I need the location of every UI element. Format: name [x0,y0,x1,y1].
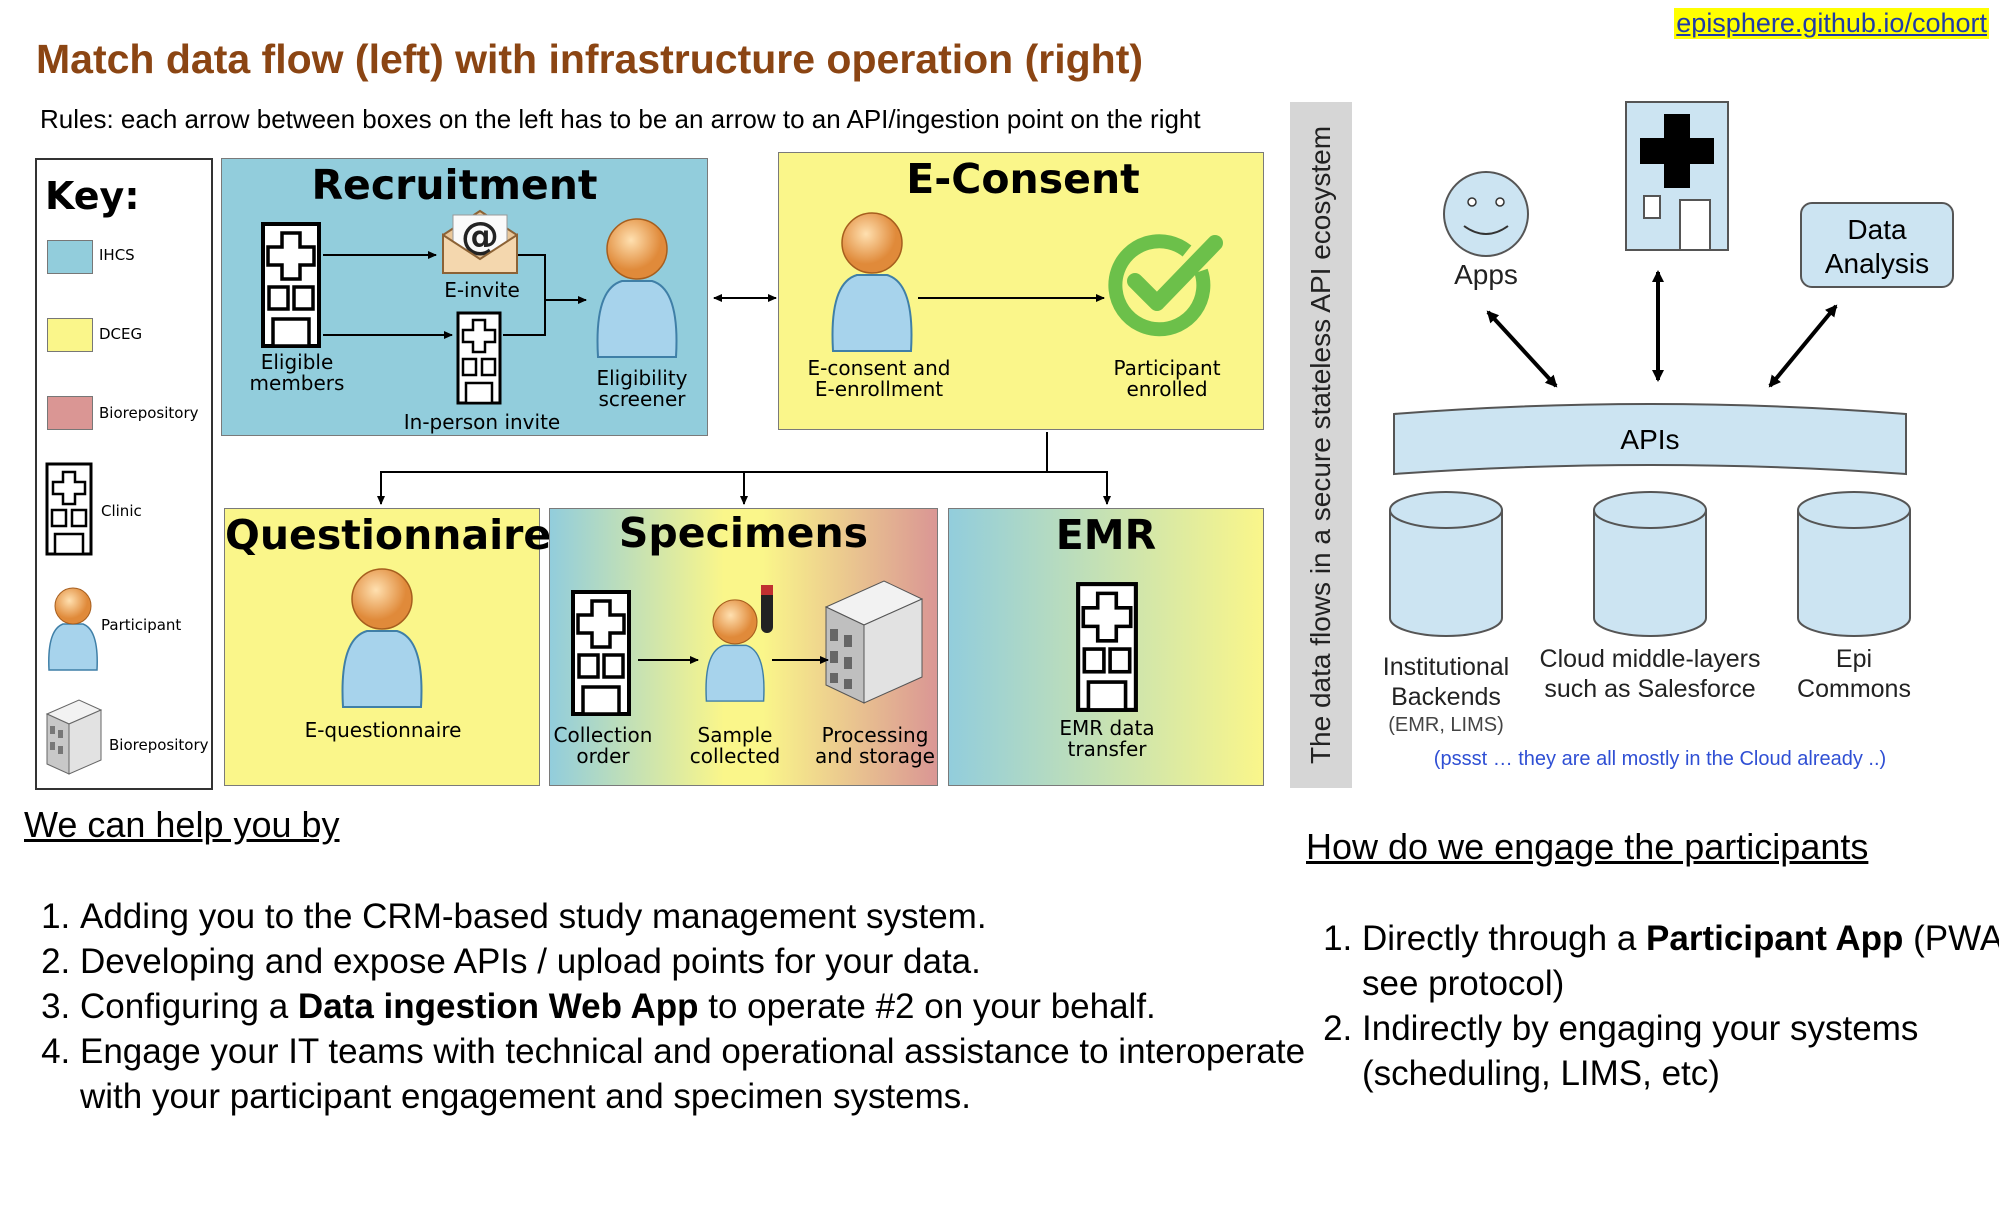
db3-label-2: Commons [1797,675,1911,703]
smiley-icon [1443,171,1529,257]
inperson-label: In-person invite [403,410,561,434]
questionnaire-box: Questionnaire E-questionnaire [224,508,552,786]
eligible-label-2: members [249,371,345,395]
key-swatch-dceg [47,318,93,352]
database-icon [1797,491,1911,637]
rules-text: Rules: each arrow between boxes on the l… [40,104,1201,134]
database-icon [1389,491,1503,637]
recruitment-title: Recruitment [311,161,598,209]
collection-label-2: order [576,744,630,768]
data-analysis-label-1: Data [1847,214,1907,245]
screener-label-2: screener [598,387,686,411]
emr-title: EMR [1055,511,1157,559]
biorepository-icon [824,580,924,704]
enrolled-label-2: enrolled [1126,377,1208,401]
engage-item: Indirectly by engaging your systems (sch… [1362,1006,1999,1096]
help-list: Adding you to the CRM-based study manage… [24,894,1320,1119]
equestionnaire-label: E-questionnaire [304,718,462,742]
questionnaire-title: Questionnaire [225,511,552,559]
engage-title: How do we engage the participants [1306,826,1869,867]
econsent-label-1: E-consent and [807,356,951,380]
data-analysis-label-2: Analysis [1824,248,1930,279]
db1-sublabel: (EMR, LIMS) [1388,714,1504,736]
key-label-biorepository-2: Biorepository [109,736,209,754]
participant-icon [705,599,765,702]
help-item: Adding you to the CRM-based study manage… [80,894,1320,939]
key-title: Key: [45,174,140,218]
processing-label-1: Processing [821,723,929,747]
participant-icon [596,218,678,358]
data-analysis-box: Data Analysis [1800,202,1954,288]
db1-label-1: Institutional [1382,653,1510,681]
key-label-biorepository: Biorepository [99,404,199,422]
recruitment-box: Recruitment Eligible members @ E-invite … [221,158,708,436]
specimens-title: Specimens [618,509,869,557]
eligible-label-1: Eligible [260,350,334,374]
econsent-box: E-Consent E-consent and E-enrollment Par… [778,152,1264,430]
api-ecosystem-text: The data flows in a secure stateless API… [1305,125,1336,765]
apps-label: Apps [1454,259,1518,290]
database-icon [1593,491,1707,637]
sample-label-1: Sample [697,723,773,747]
clinic-icon [1076,582,1138,712]
screener-label-1: Eligibility [596,366,688,390]
key-label-ihcs: IHCS [99,246,135,264]
help-item: Developing and expose APIs / upload poin… [80,939,1320,984]
cloud-note: (pssst … they are all mostly in the Clou… [1433,748,1887,770]
hospital-icon [1625,101,1729,251]
einvite-label: E-invite [444,278,520,302]
db2-label-2: such as Salesforce [1544,675,1756,703]
enrolled-label-1: Participant [1113,356,1221,380]
key-swatch-bio [47,396,93,430]
econsent-title: E-Consent [906,155,1140,203]
clinic-icon [456,311,502,405]
biorepository-icon [45,699,103,775]
key-label-dceg: DCEG [99,325,143,343]
key-box: Key: IHCS DCEG Biorepository Clinic Part… [35,158,213,790]
emr-box: EMR EMR data transfer [948,508,1264,786]
key-label-clinic: Clinic [101,502,142,520]
participant-icon [341,568,423,708]
processing-label-2: and storage [815,744,935,768]
db3-label-1: Epi [1835,645,1873,673]
db1-label-2: Backends [1391,683,1501,711]
page-title: Match data flow (left) with infrastructu… [36,36,1143,82]
clinic-icon [571,590,631,716]
collection-label-1: Collection [553,723,653,747]
envelope-icon: @ [442,209,518,274]
key-swatch-ihcs [47,240,93,274]
clinic-icon [45,462,93,556]
emr-label-1: EMR data [1059,716,1155,740]
specimens-box: Specimens Collection order Sample collec… [549,508,938,786]
participant-icon [831,212,913,352]
db2-label-1: Cloud middle-layers [1539,645,1761,673]
cohort-link[interactable]: episphere.github.io/cohort [1674,8,1989,39]
test-tube-icon [761,585,773,633]
engage-list: Directly through a Participant App (PWA,… [1306,916,1999,1096]
key-label-participant: Participant [101,616,182,634]
apis-banner [1393,403,1907,476]
help-item: Configuring a Data ingestion Web App to … [80,984,1320,1029]
econsent-label-2: E-enrollment [814,377,944,401]
emr-label-2: transfer [1067,737,1147,761]
api-arrows [1486,270,1838,388]
api-ecosystem-band: The data flows in a secure stateless API… [1290,102,1352,788]
apis-label: APIs [1620,424,1680,455]
participant-icon [48,587,98,671]
help-item: Engage your IT teams with technical and … [80,1029,1320,1119]
sample-label-2: collected [689,744,781,768]
checkmark-icon [1108,234,1223,337]
engage-item: Directly through a Participant App (PWA,… [1362,916,1999,1006]
clinic-icon [261,222,321,348]
help-title: We can help you by [24,804,340,845]
